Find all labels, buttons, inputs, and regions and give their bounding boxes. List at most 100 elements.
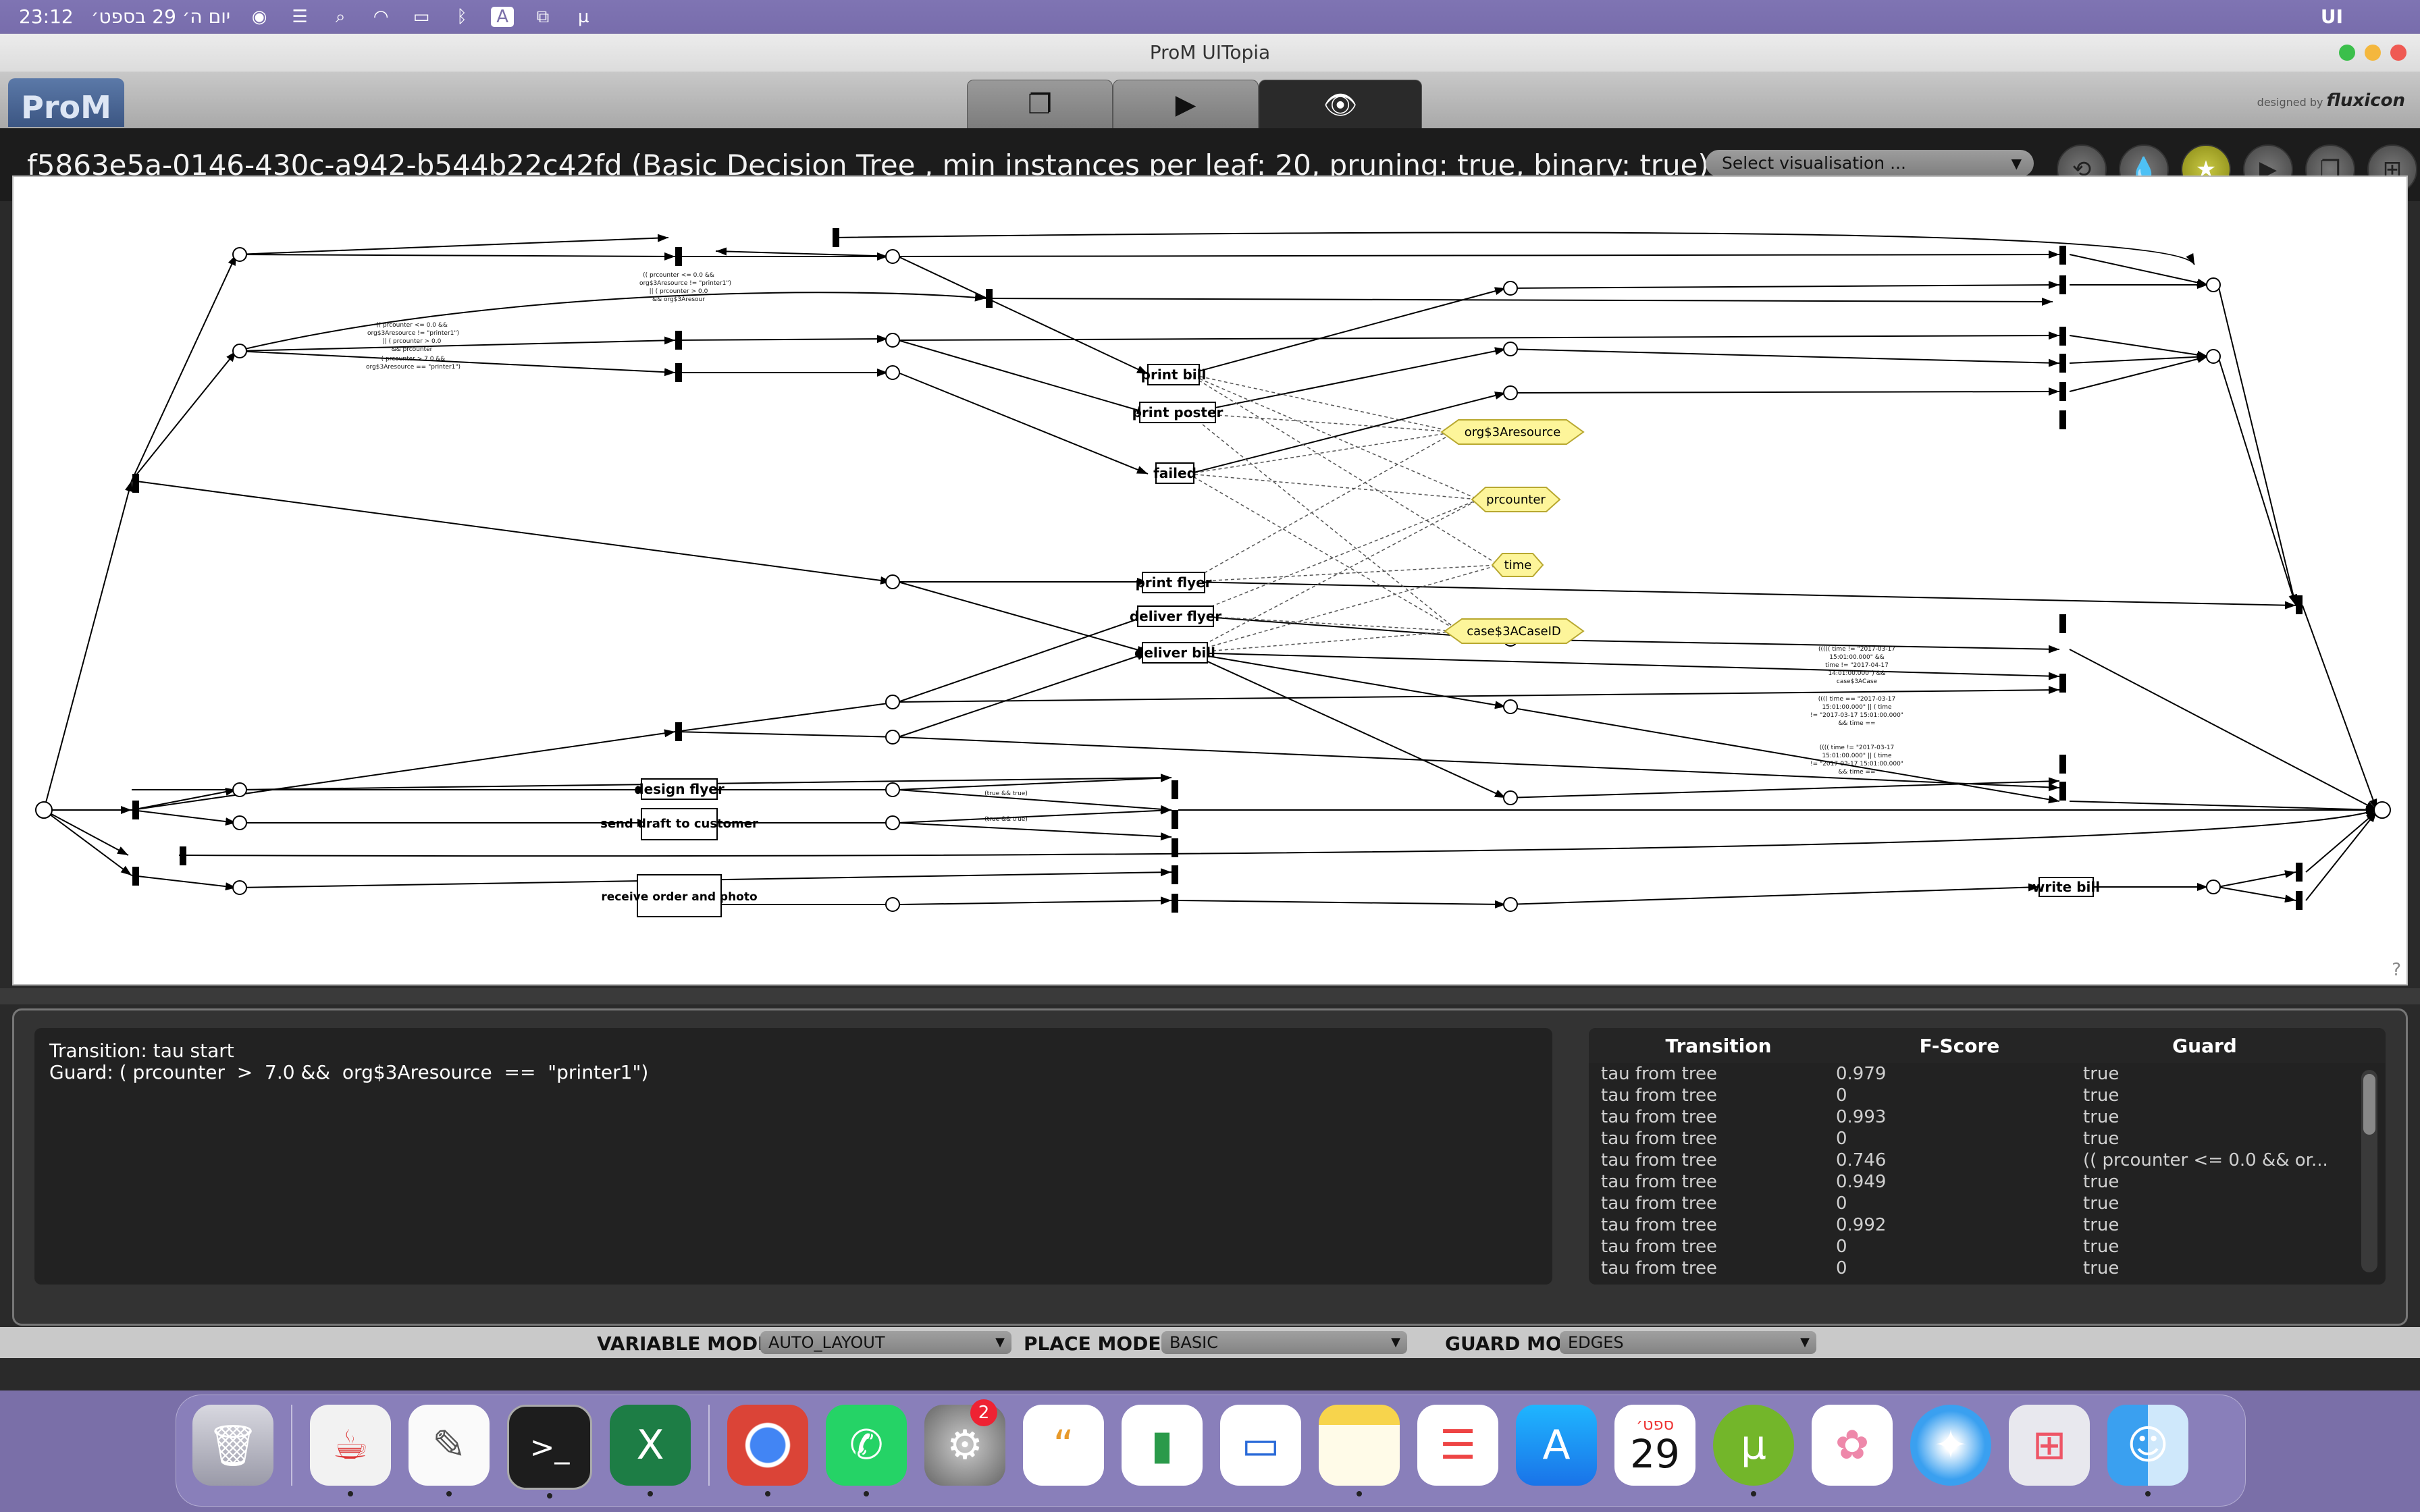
guard-mode-select[interactable]: EDGES▼ — [1560, 1331, 1816, 1354]
variable-nodes[interactable] — [1440, 419, 1585, 644]
col-fscore[interactable]: F-Score — [1919, 1034, 2000, 1057]
cell-fscore: 0.746 — [1836, 1150, 1887, 1170]
safari-app[interactable]: ✦ — [1910, 1405, 1991, 1486]
transition-info: Transition: tau start Guard: ( prcounter… — [34, 1028, 1552, 1285]
keynote-app[interactable]: ▭ — [1220, 1405, 1301, 1486]
excel-app[interactable]: X — [610, 1405, 691, 1496]
cell-fscore: 0.949 — [1836, 1172, 1887, 1192]
petri-net-canvas[interactable]: print bill print poster failed print fly… — [12, 176, 2408, 986]
guard-text: (((( time != "2017-03-17 — [1820, 745, 1895, 751]
close-button[interactable] — [2390, 45, 2406, 61]
visualisation-select[interactable]: Select visualisation ... ▼ — [1706, 150, 2034, 177]
transition-print-poster: print poster — [1132, 404, 1224, 421]
clock[interactable]: 23:12 — [19, 5, 74, 28]
minimize-button[interactable] — [2365, 45, 2381, 61]
guard-text: (( prcounter <= 0.0 && — [376, 322, 448, 329]
petri-net-graph[interactable]: print bill print poster failed print fly… — [14, 177, 2406, 984]
battery-icon[interactable]: ▭ — [413, 6, 430, 27]
scrollbar-thumb[interactable] — [2363, 1074, 2375, 1135]
guard-text: ((((( time != "2017-03-17 — [1818, 646, 1895, 653]
transition-boxes[interactable] — [637, 364, 2094, 917]
apple-icon[interactable] — [2370, 7, 2393, 27]
trash-app[interactable]: 🗑 — [192, 1405, 273, 1486]
launchpad-app[interactable]: ⊞ — [2009, 1405, 2090, 1486]
col-transition[interactable]: Transition — [1665, 1034, 1772, 1057]
cell-guard: (( prcounter <= 0.0 && or... — [2083, 1150, 2326, 1170]
guard-text: 15:01:00.000" || ( time — [1822, 704, 1892, 711]
panel-splitter[interactable] — [0, 988, 2420, 1004]
torrent-icon[interactable]: µ — [577, 6, 589, 27]
java-app[interactable]: ☕ — [310, 1405, 391, 1496]
cell-fscore: 0 — [1836, 1258, 1847, 1278]
read-arcs — [1188, 373, 1500, 653]
cell-transition: tau from tree — [1601, 1064, 1717, 1084]
chrome-app[interactable] — [727, 1405, 808, 1496]
numbers-app[interactable]: ▮ — [1122, 1405, 1203, 1486]
transition-print-bill: print bill — [1141, 367, 1207, 383]
zoom-button[interactable] — [2339, 45, 2355, 61]
calendar-app[interactable]: ספט׳ 29 — [1614, 1405, 1695, 1486]
dock-separator — [291, 1405, 292, 1486]
terminal-app[interactable]: >_ — [507, 1405, 592, 1498]
tab-actions[interactable]: ▶ — [1113, 80, 1259, 129]
system-settings-app[interactable]: ⚙2 — [924, 1399, 1005, 1486]
place-mode-label: PLACE MODE — [1024, 1332, 1161, 1355]
keyboard-input-icon[interactable]: A — [491, 6, 515, 27]
control-center-icon[interactable]: ☰ — [292, 6, 308, 27]
utorrent-app[interactable]: µ — [1713, 1405, 1794, 1496]
table-scrollbar[interactable] — [2361, 1070, 2377, 1272]
guard-text: 14:01:00.000") && — [1828, 670, 1885, 677]
quotes-app[interactable]: “ — [1023, 1405, 1104, 1486]
play-icon: ▶ — [1175, 89, 1196, 120]
display-icon[interactable]: ⧉ — [536, 6, 550, 27]
input-language[interactable]: UI — [2320, 5, 2343, 28]
bluetooth-icon[interactable]: ᛒ — [456, 6, 467, 27]
transition-write-bill: write bill — [2032, 879, 2100, 895]
list-icon: ☰ — [1440, 1422, 1476, 1469]
photos-app[interactable]: ✿ — [1812, 1405, 1893, 1486]
variable-mode-select[interactable]: AUTO_LAYOUT▼ — [760, 1331, 1011, 1354]
main-tabs: ❐ ▶ 👁 — [967, 80, 1422, 129]
col-guard[interactable]: Guard — [2172, 1034, 2237, 1057]
help-icon[interactable]: ? — [2392, 960, 2401, 980]
utorrent-icon: µ — [1740, 1422, 1767, 1469]
tab-views[interactable]: 👁 — [1259, 80, 1422, 129]
guard-text: != "2017-03-17 15:01:00.000" — [1810, 712, 1903, 719]
whatsapp-app[interactable]: ✆ — [826, 1405, 907, 1496]
transition-receive-order: receive order and photo — [601, 890, 757, 904]
reminders-app[interactable]: ☰ — [1417, 1405, 1498, 1486]
tab-workspace[interactable]: ❐ — [967, 80, 1113, 129]
cell-guard: true — [2083, 1064, 2120, 1084]
cell-guard: true — [2083, 1107, 2120, 1127]
pen-icon: ✎ — [431, 1422, 467, 1469]
prom-logo: ProM — [8, 78, 124, 127]
finder-app[interactable]: ☺ — [2107, 1405, 2188, 1496]
textedit-app[interactable]: ✎ — [409, 1405, 490, 1496]
wifi-icon[interactable]: ◠ — [373, 6, 389, 27]
menubar: 23:12 יום ה׳ 29 בספט׳ ◉ ☰ ⌕ ◠ ▭ ᛒ A ⧉ µ … — [0, 0, 2420, 32]
arcs — [43, 232, 2377, 909]
search-icon[interactable]: ⌕ — [335, 6, 346, 27]
siri-icon[interactable]: ◉ — [251, 6, 267, 27]
app-store-app[interactable]: A — [1516, 1405, 1597, 1486]
cell-transition: tau from tree — [1601, 1172, 1717, 1192]
variable-case-id: case$3ACaseID — [1467, 624, 1561, 639]
date[interactable]: יום ה׳ 29 בספט׳ — [90, 5, 231, 28]
tau-transitions[interactable] — [132, 228, 2303, 913]
place-mode-select[interactable]: BASIC▼ — [1161, 1331, 1407, 1354]
eye-icon: 👁 — [1323, 89, 1358, 121]
cell-fscore: 0 — [1836, 1237, 1847, 1257]
notes-app[interactable] — [1319, 1405, 1400, 1496]
cell-transition: tau from tree — [1601, 1215, 1717, 1235]
